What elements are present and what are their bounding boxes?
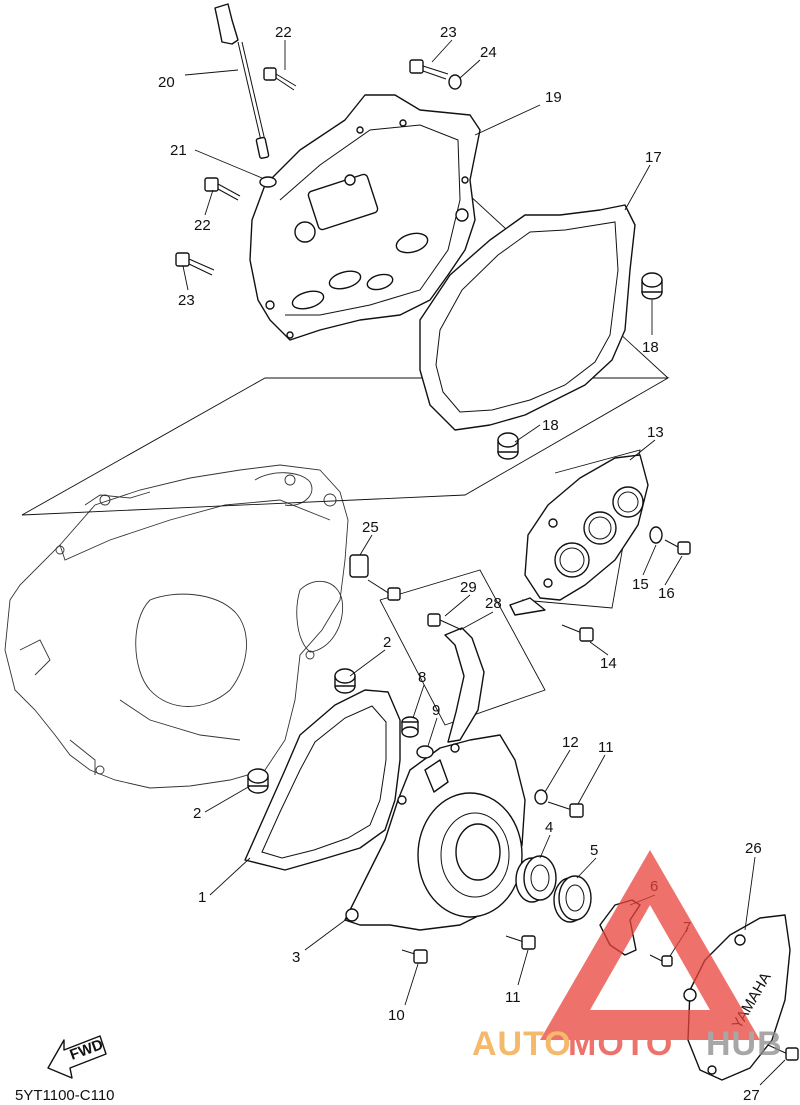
oil-dipstick-20 bbox=[214, 3, 270, 159]
callout-26: 26 bbox=[745, 840, 762, 857]
watermark-hub: HUB bbox=[706, 1025, 783, 1063]
callout-19: 19 bbox=[545, 89, 562, 106]
o-ring-9 bbox=[416, 745, 434, 759]
bolt-10 bbox=[401, 949, 428, 964]
bolt-22-top bbox=[263, 67, 297, 91]
callout-1: 1 bbox=[198, 889, 206, 906]
callout-14: 14 bbox=[600, 655, 617, 672]
crankcase-cover-19 bbox=[249, 94, 481, 341]
callout-22: 22 bbox=[194, 217, 211, 234]
bolt-29 bbox=[427, 613, 463, 631]
oil-seal-5 bbox=[553, 875, 592, 923]
bolt-23-mid bbox=[175, 252, 215, 276]
callout-15: 15 bbox=[632, 576, 649, 593]
callout-24: 24 bbox=[480, 44, 497, 61]
bolt-23-top bbox=[409, 59, 449, 80]
callout-29: 29 bbox=[460, 579, 477, 596]
drain-plug-8 bbox=[401, 716, 419, 738]
cover-plate-13 bbox=[509, 454, 649, 616]
bolt-11-upper bbox=[547, 801, 584, 818]
callout-11: 11 bbox=[598, 739, 614, 756]
callout-23: 23 bbox=[440, 24, 457, 41]
callout-3: 3 bbox=[292, 949, 300, 966]
callout-leaders bbox=[182, 39, 786, 1086]
watermark-logo: AUTO MOTO HUB bbox=[472, 850, 783, 1063]
callout-21: 21 bbox=[170, 142, 187, 159]
callout-10: 10 bbox=[388, 1007, 405, 1024]
crankcase-cover-3 bbox=[344, 734, 526, 931]
bearing-4 bbox=[515, 855, 557, 903]
guide-plate-28 bbox=[444, 627, 485, 743]
callout-4: 4 bbox=[545, 819, 553, 836]
screw-7 bbox=[649, 954, 673, 967]
bolt-11-lower bbox=[505, 935, 536, 950]
callout-28: 28 bbox=[485, 595, 502, 612]
callout-2: 2 bbox=[193, 805, 201, 822]
washer-15 bbox=[649, 526, 663, 544]
callout-9: 9 bbox=[432, 702, 440, 719]
callout-27: 27 bbox=[743, 1087, 760, 1104]
callout-5: 5 bbox=[590, 842, 598, 859]
callout-17: 17 bbox=[645, 149, 662, 166]
bolt-27 bbox=[767, 1044, 799, 1061]
diagram-code: 5YT1100-C110 bbox=[15, 1087, 115, 1104]
bolt-14 bbox=[561, 624, 594, 642]
cover-gasket-1 bbox=[244, 689, 401, 871]
dowel-pin-18-lower bbox=[497, 432, 519, 460]
dowel-pin-2-upper bbox=[334, 668, 356, 694]
dowel-pin-2-lower bbox=[247, 768, 269, 794]
engine-crankcase-outline bbox=[4, 464, 349, 789]
watermark-moto: MOTO bbox=[568, 1025, 673, 1063]
forward-direction-arrow: FWD bbox=[47, 1035, 107, 1079]
callout-25: 25 bbox=[362, 519, 379, 536]
callout-20: 20 bbox=[158, 74, 175, 91]
callout-13: 13 bbox=[647, 424, 664, 441]
callout-12: 12 bbox=[562, 734, 579, 751]
watermark-auto: AUTO bbox=[472, 1025, 572, 1063]
callout-18: 18 bbox=[642, 339, 659, 356]
cover-gasket-17 bbox=[419, 204, 636, 431]
callout-22: 22 bbox=[275, 24, 292, 41]
bolt-16 bbox=[664, 539, 691, 555]
fitting-25 bbox=[349, 554, 401, 601]
o-ring-21 bbox=[259, 176, 277, 188]
callout-8: 8 bbox=[418, 669, 426, 686]
bolt-22-mid bbox=[204, 177, 241, 201]
dowel-pin-18-upper bbox=[641, 272, 663, 300]
callout-11: 11 bbox=[505, 989, 521, 1006]
callout-18: 18 bbox=[542, 417, 559, 434]
callout-2: 2 bbox=[383, 634, 391, 651]
callout-23: 23 bbox=[178, 292, 195, 309]
callout-labels: 20 22 23 24 19 21 22 17 23 18 18 13 25 1… bbox=[158, 24, 762, 1104]
washer-24 bbox=[448, 74, 462, 90]
callout-16: 16 bbox=[658, 585, 675, 602]
watermark-triangle bbox=[540, 850, 760, 1040]
washer-12 bbox=[534, 789, 548, 805]
